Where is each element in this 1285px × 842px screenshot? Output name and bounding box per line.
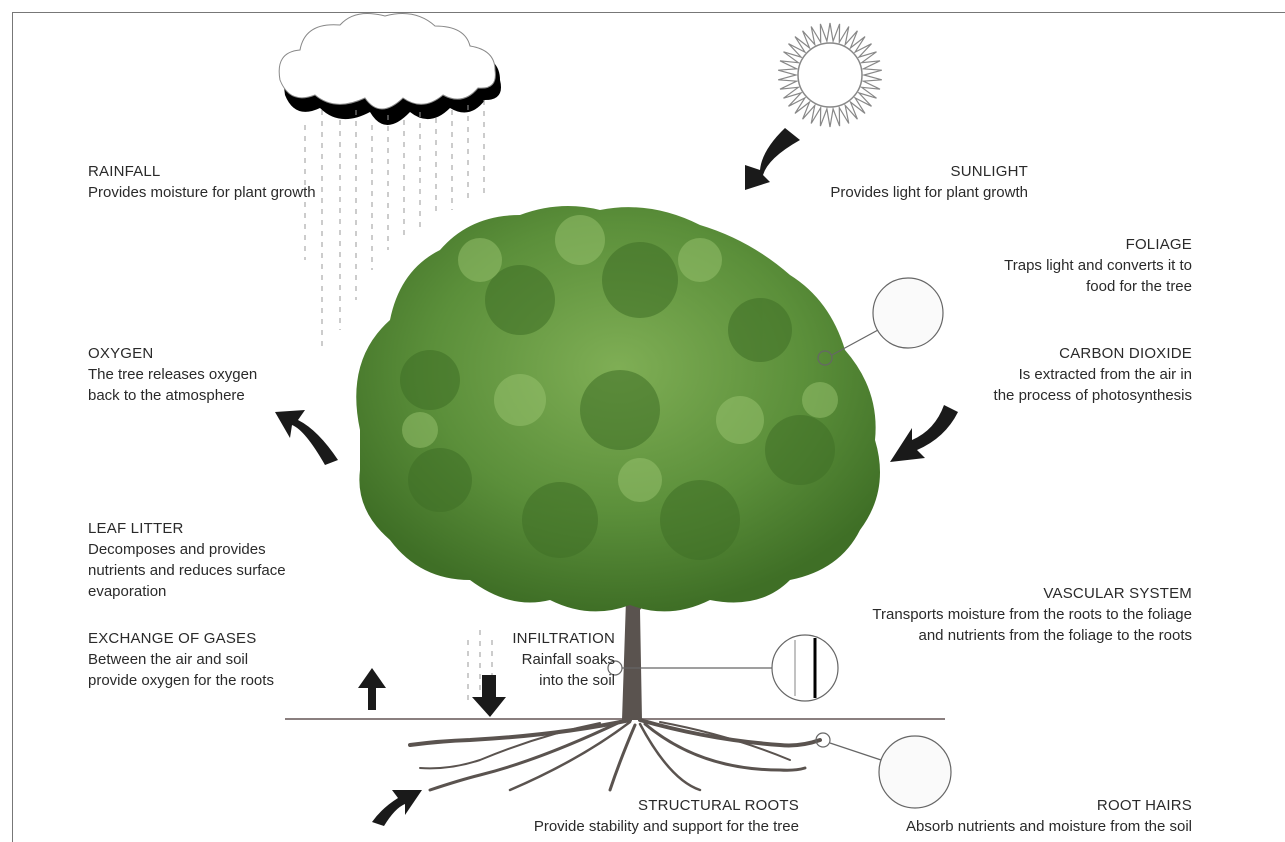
roots-arrow-icon xyxy=(372,790,422,826)
label-vascular-system: VASCULAR SYSTEM Transports moisture from… xyxy=(780,583,1192,646)
oxygen-title: OXYGEN xyxy=(88,343,257,364)
vascular-system-title: VASCULAR SYSTEM xyxy=(780,583,1192,604)
label-exchange-of-gases: EXCHANGE OF GASES Between the air and so… xyxy=(88,628,274,691)
infiltration-title: INFILTRATION xyxy=(470,628,615,649)
label-carbon-dioxide: CARBON DIOXIDE Is extracted from the air… xyxy=(900,343,1192,406)
root-system xyxy=(410,720,820,790)
root-hairs-title: ROOT HAIRS xyxy=(820,795,1192,816)
label-infiltration: INFILTRATION Rainfall soaks into the soi… xyxy=(470,628,615,691)
carbon-dioxide-title: CARBON DIOXIDE xyxy=(900,343,1192,364)
gas-up-arrow-icon xyxy=(358,668,386,710)
exchange-of-gases-desc-1: provide oxygen for the roots xyxy=(88,670,274,691)
rainfall-desc-0: Provides moisture for plant growth xyxy=(88,182,316,203)
leaf-litter-desc-2: evaporation xyxy=(88,581,286,602)
infiltration-desc-1: into the soil xyxy=(470,670,615,691)
carbon-dioxide-desc-0: Is extracted from the air in xyxy=(900,364,1192,385)
label-oxygen: OXYGEN The tree releases oxygen back to … xyxy=(88,343,257,406)
structural-roots-desc-0: Provide stability and support for the tr… xyxy=(440,816,799,837)
oxygen-desc-0: The tree releases oxygen xyxy=(88,364,257,385)
exchange-of-gases-title: EXCHANGE OF GASES xyxy=(88,628,274,649)
oxygen-desc-1: back to the atmosphere xyxy=(88,385,257,406)
foliage-desc-1: food for the tree xyxy=(900,276,1192,297)
exchange-of-gases-desc-0: Between the air and soil xyxy=(88,649,274,670)
label-root-hairs: ROOT HAIRS Absorb nutrients and moisture… xyxy=(820,795,1192,837)
label-foliage: FOLIAGE Traps light and converts it to f… xyxy=(900,234,1192,297)
leaf-litter-title: LEAF LITTER xyxy=(88,518,286,539)
leaf-litter-desc-0: Decomposes and provides xyxy=(88,539,286,560)
label-rainfall: RAINFALL Provides moisture for plant gro… xyxy=(88,161,316,203)
structural-roots-title: STRUCTURAL ROOTS xyxy=(440,795,799,816)
sunlight-title: SUNLIGHT xyxy=(760,161,1028,182)
foliage-desc-0: Traps light and converts it to xyxy=(900,255,1192,276)
foliage-title: FOLIAGE xyxy=(900,234,1192,255)
vascular-system-desc-1: and nutrients from the foliage to the ro… xyxy=(780,625,1192,646)
sun-icon xyxy=(778,23,882,127)
label-structural-roots: STRUCTURAL ROOTS Provide stability and s… xyxy=(440,795,799,837)
leaf-litter-desc-1: nutrients and reduces surface xyxy=(88,560,286,581)
rainfall-title: RAINFALL xyxy=(88,161,316,182)
label-leaf-litter: LEAF LITTER Decomposes and provides nutr… xyxy=(88,518,286,602)
root-hairs-desc-0: Absorb nutrients and moisture from the s… xyxy=(820,816,1192,837)
sunlight-desc-0: Provides light for plant growth xyxy=(760,182,1028,203)
vascular-system-desc-0: Transports moisture from the roots to th… xyxy=(780,604,1192,625)
carbon-dioxide-desc-1: the process of photosynthesis xyxy=(900,385,1192,406)
infiltration-desc-0: Rainfall soaks xyxy=(470,649,615,670)
label-sunlight: SUNLIGHT Provides light for plant growth xyxy=(760,161,1028,203)
co2-arrow-icon xyxy=(890,405,958,462)
oxygen-arrow-icon xyxy=(275,410,338,465)
tree-crown xyxy=(356,206,880,611)
